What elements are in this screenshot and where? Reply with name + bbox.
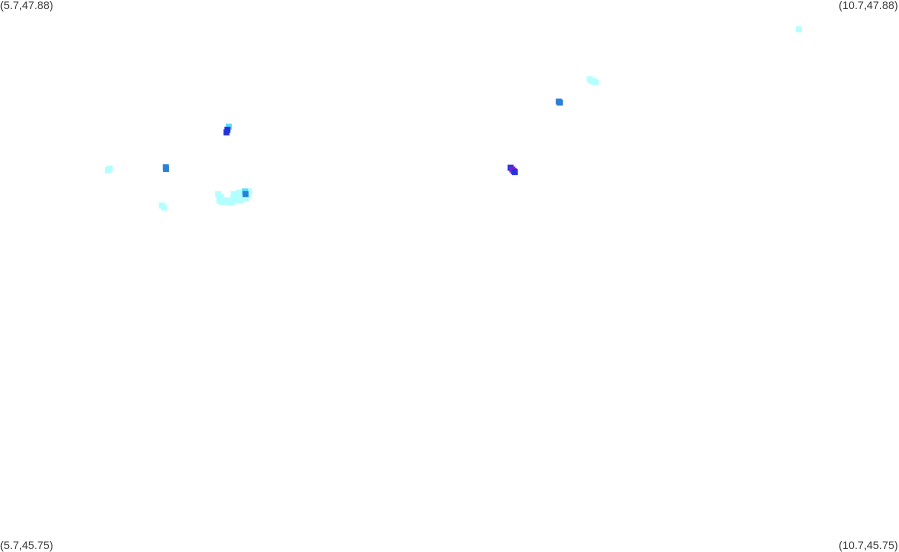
map-point	[242, 191, 249, 198]
map-point	[592, 79, 599, 86]
map-point	[163, 166, 169, 172]
corner-label-top-left: (5.7,47.88)	[0, 0, 54, 12]
map-point	[104, 167, 111, 173]
map-point	[228, 199, 235, 206]
map-point	[246, 188, 253, 195]
corner-label-top-right: (10.7,47.88)	[838, 0, 898, 12]
map-point	[795, 26, 802, 33]
map-point	[218, 199, 225, 206]
map-point	[230, 191, 237, 198]
map-point	[511, 169, 518, 176]
corner-label-bottom-left: (5.7,45.75)	[0, 540, 54, 552]
map-point	[161, 204, 167, 211]
map-point	[223, 129, 230, 136]
map-point	[225, 197, 232, 204]
map-point	[215, 191, 222, 198]
map-point	[237, 197, 244, 204]
map-point	[225, 123, 232, 130]
map-point	[242, 195, 249, 202]
map-point	[556, 99, 563, 106]
corner-label-bottom-right: (10.7,45.75)	[838, 540, 898, 552]
map-point	[236, 189, 243, 196]
